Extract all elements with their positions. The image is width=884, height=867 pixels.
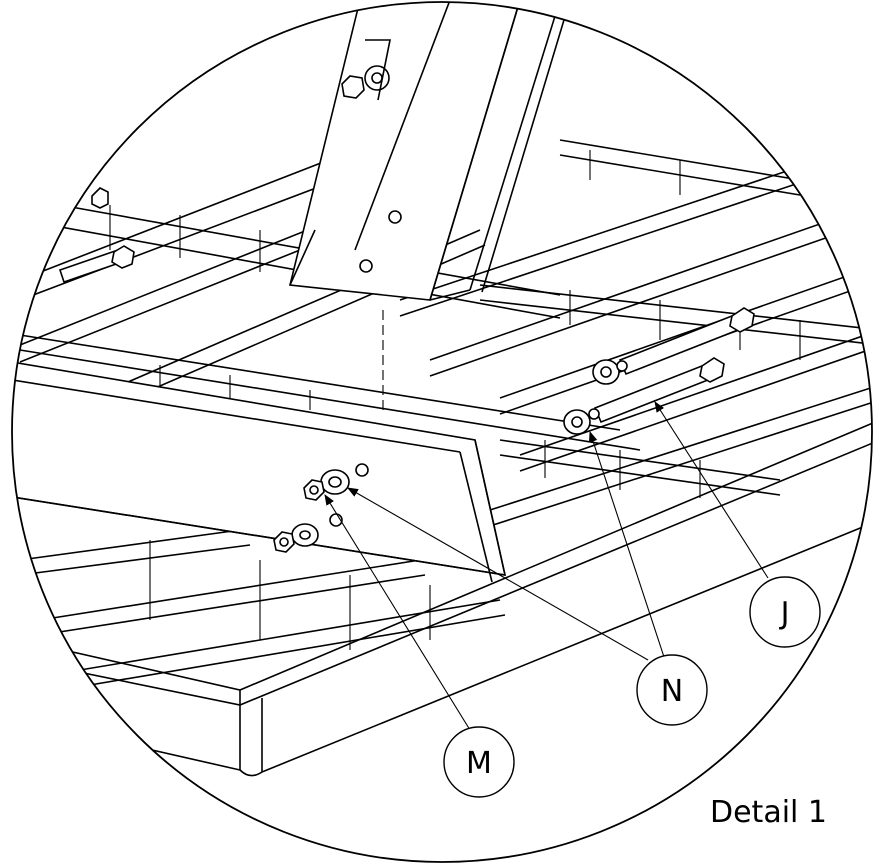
lower-grating-bars xyxy=(19,529,506,686)
detail-circle xyxy=(11,1,873,863)
callout-j-label: J xyxy=(779,596,790,631)
long-bolt-upper xyxy=(592,307,755,385)
leader-lines xyxy=(324,401,769,731)
crossbeam-bolts xyxy=(273,469,350,553)
grating-cross-bars xyxy=(19,150,872,498)
front-crossbeam xyxy=(12,359,507,583)
callout-n: N xyxy=(636,654,708,726)
inclined-leg xyxy=(289,2,571,410)
callout-j: J xyxy=(749,576,821,648)
callout-n-circle xyxy=(636,654,708,726)
callout-n-label: N xyxy=(661,674,683,709)
callout-j-circle xyxy=(749,576,821,648)
callout-m: M xyxy=(443,726,515,798)
long-bolt-lower xyxy=(563,357,725,435)
long-bolts xyxy=(563,307,755,435)
callout-m-circle xyxy=(443,726,515,798)
leader-m xyxy=(324,494,471,731)
bolt-upper xyxy=(303,469,350,501)
callout-m-label: M xyxy=(466,746,492,781)
bolt-lower xyxy=(273,523,319,553)
tray-frame xyxy=(19,419,872,777)
leader-n-2 xyxy=(588,430,666,661)
detail-label: Detail 1 xyxy=(710,795,827,830)
upper-left-bolts xyxy=(58,39,391,284)
leader-j xyxy=(654,401,769,579)
assembly-illustration xyxy=(12,2,872,777)
leader-n-1 xyxy=(347,487,649,661)
